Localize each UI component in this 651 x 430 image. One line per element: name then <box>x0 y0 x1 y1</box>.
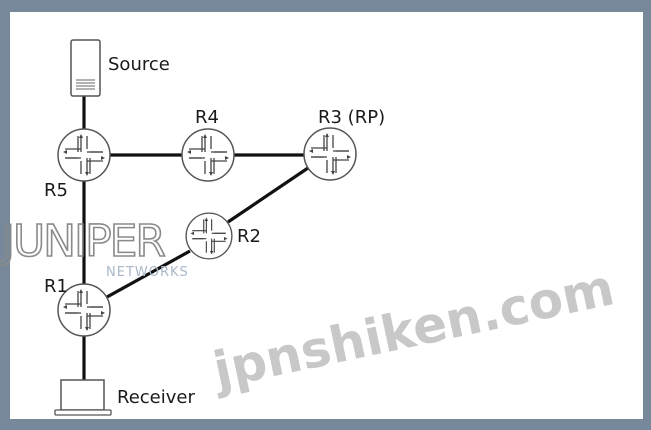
receiver-label: Receiver <box>117 387 195 408</box>
r2-label: R2 <box>237 226 261 247</box>
router-r4-icon <box>181 128 235 182</box>
diagram-panel <box>10 12 643 419</box>
links <box>82 96 309 380</box>
receiver-laptop-icon <box>54 379 112 416</box>
link-r2-r1 <box>106 249 191 299</box>
r1-label: R1 <box>44 276 68 297</box>
r5-label: R5 <box>44 180 68 201</box>
r4-label: R4 <box>195 107 219 128</box>
r3-label: R3 (RP) <box>318 107 385 128</box>
link-r3-r2 <box>227 166 309 224</box>
router-r5-icon <box>57 128 111 182</box>
site-watermark: jpnshiken.com <box>206 258 619 400</box>
source-server-icon <box>70 39 101 97</box>
router-r2-icon <box>185 212 233 260</box>
juniper-logo-text: JUNIPER <box>0 216 165 267</box>
juniper-logo-subtext: NETWORKS <box>106 265 189 280</box>
router-r3-icon <box>303 127 357 181</box>
source-label: Source <box>108 54 170 75</box>
juniper-logo-watermark: JUNIPER NETWORKS <box>0 215 189 280</box>
